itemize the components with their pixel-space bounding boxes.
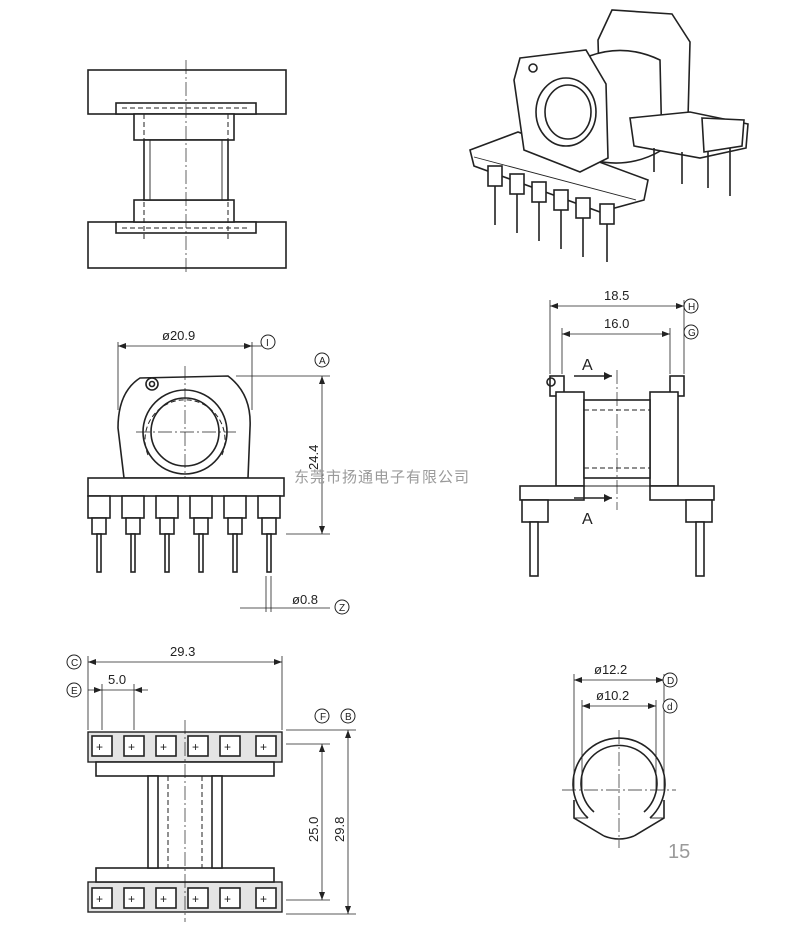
front-terminal-blocks <box>87 495 281 535</box>
dim-d-12-2: ø12.2 <box>594 662 627 677</box>
isometric-view <box>469 9 749 262</box>
svg-text:+: + <box>260 892 267 906</box>
svg-text:+: + <box>224 892 231 906</box>
dim-d-20-9: ø20.9 <box>162 328 195 343</box>
svg-text:+: + <box>192 740 199 754</box>
section-mark-top: A <box>582 357 593 374</box>
page-number: 15 <box>668 841 690 863</box>
company-watermark: 东莞市扬通电子有限公司 <box>294 469 470 486</box>
label-b: B <box>345 712 352 723</box>
dim-h-25-0: 25.0 <box>306 817 321 842</box>
label-d-lower: d <box>667 702 673 713</box>
label-a-upper: A <box>319 356 326 367</box>
label-h: H <box>688 302 695 313</box>
label-g: G <box>688 328 696 339</box>
dim-w-5-0: 5.0 <box>108 672 126 687</box>
bottom-view: + + + + + + + + + + + + <box>66 644 356 922</box>
label-i: I <box>266 338 269 349</box>
top-view <box>87 60 287 275</box>
section-mark-bottom: A <box>582 511 593 528</box>
bottom-pin-pads-bottom: + + + + + + <box>91 887 277 909</box>
dim-w-29-3: 29.3 <box>170 644 195 659</box>
label-e: E <box>71 686 78 697</box>
side-view: A A 18.5 H 16.0 G <box>519 288 715 577</box>
label-f: F <box>320 712 326 723</box>
dim-h-24-4: 24.4 <box>306 445 321 470</box>
label-c: C <box>71 658 78 669</box>
svg-text:+: + <box>96 892 103 906</box>
dim-w-16-0: 16.0 <box>604 316 629 331</box>
svg-text:+: + <box>224 740 231 754</box>
dim-w-18-5: 18.5 <box>604 288 629 303</box>
svg-text:+: + <box>128 740 135 754</box>
section-view: ø12.2 D ø10.2 d <box>562 662 678 848</box>
svg-text:+: + <box>192 892 199 906</box>
front-pins <box>96 533 272 573</box>
svg-text:+: + <box>260 740 267 754</box>
bottom-pin-pads-top: + + + + + + <box>91 735 277 757</box>
svg-text:+: + <box>160 740 167 754</box>
dim-h-29-8: 29.8 <box>332 817 347 842</box>
isometric-front-pins <box>487 165 615 262</box>
label-z: Z <box>339 603 345 614</box>
dim-d-0-8: ø0.8 <box>292 592 318 607</box>
dim-d-10-2: ø10.2 <box>596 688 629 703</box>
label-d-upper: D <box>667 676 674 687</box>
svg-text:+: + <box>128 892 135 906</box>
svg-text:+: + <box>96 740 103 754</box>
svg-text:+: + <box>160 892 167 906</box>
front-view: ø20.9 I 24.4 A ø0.8 Z <box>87 328 350 615</box>
